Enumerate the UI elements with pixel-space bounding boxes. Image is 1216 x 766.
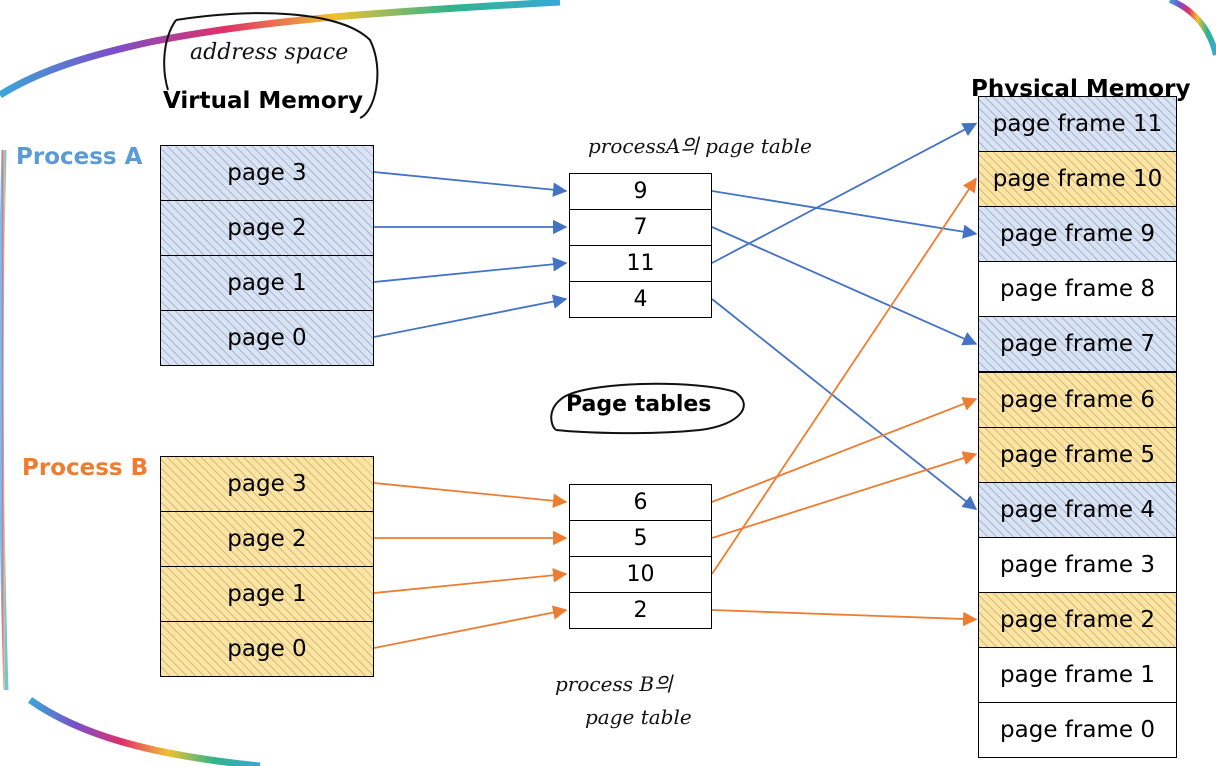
physical-frame-9: page frame 9 bbox=[978, 206, 1177, 263]
process-b-page-2: page 2 bbox=[160, 511, 374, 567]
process-b-page-to-pte-arrow bbox=[373, 568, 568, 594]
physical-frame-11: page frame 11 bbox=[978, 96, 1177, 153]
physical-frame-0: page frame 0 bbox=[978, 702, 1177, 759]
process-b-page-0: page 0 bbox=[160, 621, 374, 677]
process-b-pte-to-frame-arrow bbox=[711, 177, 977, 575]
physical-frame-3: page frame 3 bbox=[978, 536, 1177, 593]
process-a-page-to-pte-arrow bbox=[373, 257, 568, 283]
process-b-pte-2: 10 bbox=[569, 556, 712, 593]
rainbow-border-bottom bbox=[27, 697, 261, 766]
physical-frame-1: page frame 1 bbox=[978, 647, 1177, 704]
rainbow-border-top bbox=[0, 0, 561, 98]
address-space-circle bbox=[163, 12, 379, 119]
process-a-page-1: page 1 bbox=[160, 255, 374, 311]
process-a-pte-to-frame-arrow bbox=[711, 226, 978, 346]
process-a-label: Process A bbox=[16, 144, 143, 170]
process-a-page-0: page 0 bbox=[160, 310, 374, 366]
physical-frame-4: page frame 4 bbox=[978, 481, 1177, 538]
process-b-pte-to-frame-arrow bbox=[711, 609, 978, 627]
process-a-pte-to-frame-arrow bbox=[711, 190, 978, 239]
rainbow-border-left bbox=[0, 149, 9, 691]
process-a-page-3: page 3 bbox=[160, 145, 374, 201]
process-b-page-to-pte-arrow bbox=[373, 605, 568, 649]
process-b-page-to-pte-arrow bbox=[373, 482, 568, 508]
physical-frame-8: page frame 8 bbox=[978, 261, 1177, 318]
physical-frame-10: page frame 10 bbox=[978, 151, 1177, 208]
page-tables-label: Page tables bbox=[566, 392, 712, 417]
process-b-pte-0: 6 bbox=[569, 484, 712, 521]
process-a-page-to-pte-arrow bbox=[373, 294, 568, 338]
process-b-pte-to-frame-arrow bbox=[711, 397, 978, 503]
mapping-arrows bbox=[373, 122, 978, 649]
process-b-page-table-note-line1: process B의 bbox=[555, 672, 673, 696]
process-b-label: Process B bbox=[22, 455, 149, 481]
process-b-pte-to-frame-arrow bbox=[711, 451, 978, 539]
process-a-page-to-pte-arrow bbox=[373, 171, 568, 197]
physical-frame-7: page frame 7 bbox=[978, 316, 1177, 373]
rainbow-border-right bbox=[1168, 0, 1216, 56]
process-b-page-3: page 3 bbox=[160, 456, 374, 512]
process-a-pte-3: 4 bbox=[569, 281, 712, 318]
virtual-memory-heading: Virtual Memory bbox=[163, 88, 363, 114]
address-space-note: address space bbox=[190, 40, 349, 65]
process-a-pte-2: 11 bbox=[569, 245, 712, 282]
process-b-pte-3: 2 bbox=[569, 592, 712, 629]
process-a-page-2: page 2 bbox=[160, 200, 374, 256]
process-a-pte-to-frame-arrow bbox=[711, 298, 978, 511]
process-a-pte-0: 9 bbox=[569, 173, 712, 210]
process-a-pte-1: 7 bbox=[569, 209, 712, 246]
process-a-pte-to-frame-arrow bbox=[711, 122, 978, 264]
physical-frame-5: page frame 5 bbox=[978, 426, 1177, 483]
process-b-pte-1: 5 bbox=[569, 520, 712, 557]
physical-frame-2: page frame 2 bbox=[978, 591, 1177, 648]
physical-frame-6: page frame 6 bbox=[978, 371, 1177, 428]
process-b-page-1: page 1 bbox=[160, 566, 374, 622]
process-a-page-table-note: processA의 page table bbox=[588, 134, 812, 158]
process-b-page-table-note-line2: page table bbox=[585, 705, 692, 729]
page-tables-circle bbox=[550, 382, 745, 435]
